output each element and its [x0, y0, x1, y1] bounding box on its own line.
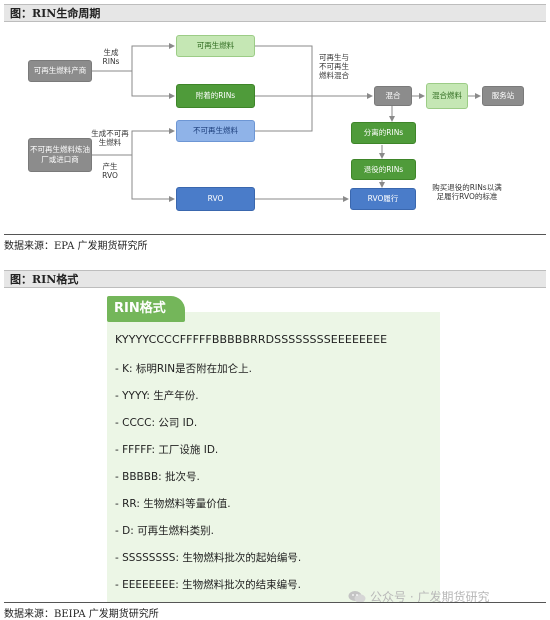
rin-item: - YYYY: 生产年份. [115, 390, 199, 402]
node-blend: 混合 [374, 86, 412, 106]
rin-format-tag: RIN格式 [107, 296, 185, 322]
figure1-source: 数据来源：EPA 广发期货研究所 [4, 241, 148, 252]
rin-item: - K: 标明RIN是否附在加仑上. [115, 363, 252, 375]
rin-item: - BBBBB: 批次号. [115, 471, 200, 483]
node-nonrenewable-fuel: 不可再生燃料 [176, 120, 255, 142]
node-renewable-fuel: 可再生燃料 [176, 35, 255, 57]
rin-item: - RR: 生物燃料等量价值. [115, 498, 231, 510]
node-rvo: RVO [176, 187, 255, 211]
rin-item: - CCCC: 公司 ID. [115, 417, 198, 429]
flow-arrows [92, 43, 481, 202]
label-produce-rvo: 产生RVO [102, 162, 118, 180]
rin-item: - FFFFF: 工厂设施 ID. [115, 444, 219, 456]
node-service-station: 服务站 [482, 86, 524, 106]
divider [4, 602, 546, 603]
label-generate-rins: 生成RINs [102, 48, 120, 66]
wechat-icon [348, 590, 366, 604]
label-blending: 可再生与不可再生燃料混合 [319, 53, 349, 80]
node-blended-fuel: 混合燃料 [426, 83, 468, 109]
node-nonrenewable-producer: 不可再生燃料炼油厂或进口商 [28, 138, 92, 172]
figure2-header: 图：RIN格式 [4, 270, 546, 288]
divider [4, 234, 546, 235]
node-rvo-fulfill: RVO履行 [350, 188, 416, 210]
rin-code: KYYYYCCCCFFFFFBBBBBRRDSSSSSSSSEEEEEEEE [115, 333, 388, 346]
rin-format-panel [107, 312, 440, 602]
node-renewable-fuel-producer: 可再生燃料产商 [28, 60, 92, 82]
figure1-header: 图：RIN生命周期 [4, 4, 546, 22]
figure2-source: 数据来源：BEIPA 广发期货研究所 [4, 609, 159, 620]
watermark-text: 公众号 · 广发期货研究 [370, 590, 490, 604]
node-retired-rins: 退役的RINs [351, 159, 416, 180]
label-generate-nonrenewable: 生成不可再生燃料 [91, 129, 129, 147]
rin-item: - SSSSSSSS: 生物燃料批次的起始编号. [115, 552, 302, 564]
node-attached-rins: 附着的RINs [176, 84, 255, 108]
rin-item: - D: 可再生燃料类别. [115, 525, 214, 537]
label-buy-retired: 购买退役的RINs以满足履行RVO的标准 [432, 183, 502, 201]
watermark: 公众号 · 广发期货研究 [348, 588, 489, 605]
node-separated-rins: 分离的RINs [351, 122, 416, 144]
rin-item: - EEEEEEEE: 生物燃料批次的结束编号. [115, 579, 301, 591]
